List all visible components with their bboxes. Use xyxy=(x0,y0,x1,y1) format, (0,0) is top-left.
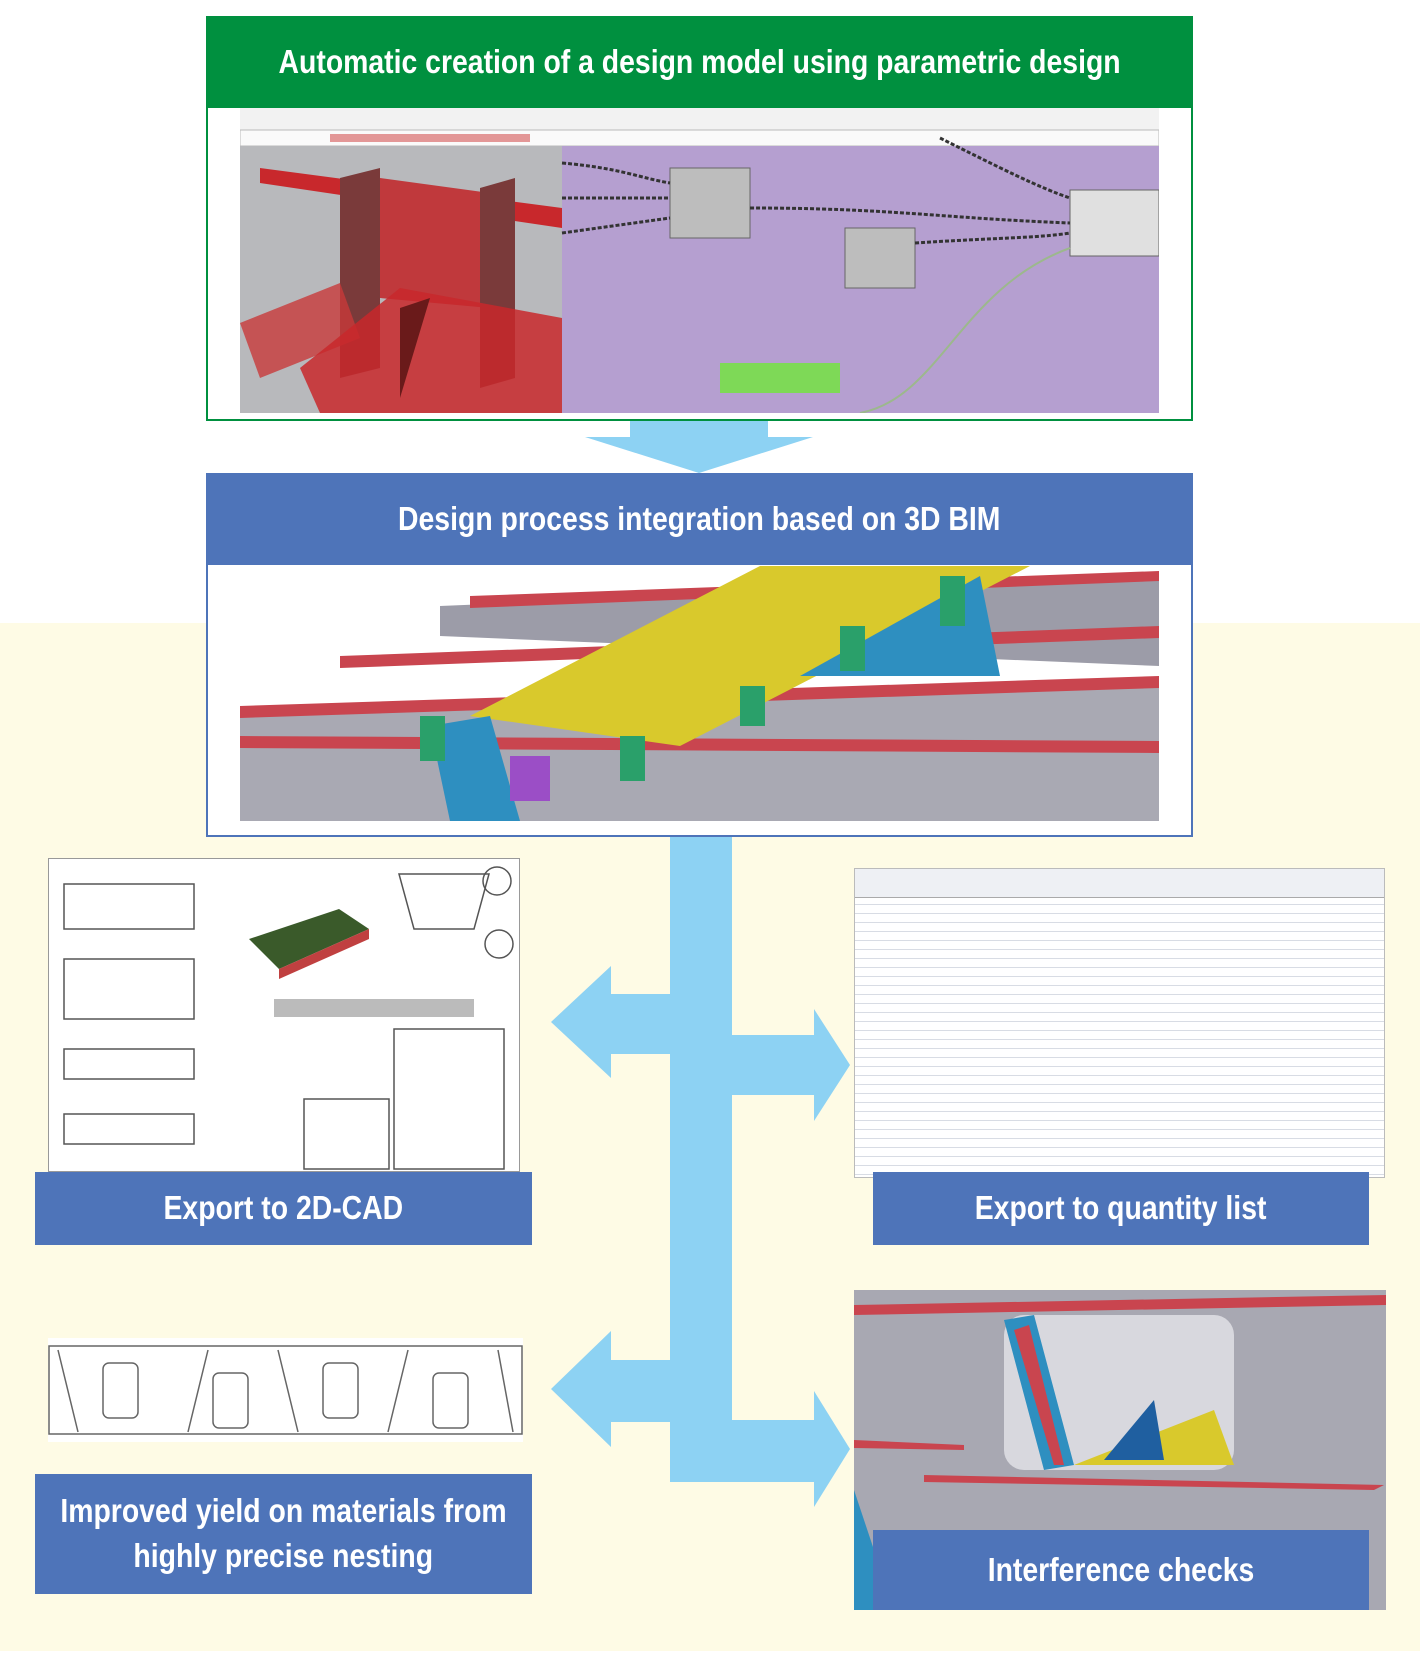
arrow-left-icon xyxy=(551,966,611,1078)
bim-header: Design process integration based on 3D B… xyxy=(206,473,1193,565)
down-arrow-head-icon xyxy=(585,437,813,473)
arrow-right-icon xyxy=(814,1009,850,1121)
arrow-to-interference-stem xyxy=(731,1420,815,1482)
parametric-design-title: Automatic creation of a design model usi… xyxy=(278,42,1121,80)
nesting-layout-image xyxy=(48,1338,523,1442)
nesting-label: Improved yield on materials from highly … xyxy=(35,1474,532,1594)
vertical-flow-stem xyxy=(670,837,732,1482)
interference-checks-text: Interference checks xyxy=(987,1550,1255,1588)
export-2d-cad-label: Export to 2D-CAD xyxy=(35,1172,532,1245)
quantity-list-image xyxy=(854,868,1385,1178)
arrow-to-nesting-stem xyxy=(610,1360,672,1422)
nesting-text-line1: Improved yield on materials from xyxy=(60,1492,507,1530)
nesting-text-line2: highly precise nesting xyxy=(133,1537,434,1574)
arrow-to-cad-stem xyxy=(610,994,672,1054)
cad-drawing-image xyxy=(48,858,520,1172)
interference-checks-label: Interference checks xyxy=(873,1530,1369,1610)
down-arrow-stem xyxy=(630,421,768,441)
arrow-left-icon xyxy=(551,1331,611,1447)
arrow-to-quantity-stem xyxy=(731,1035,815,1095)
export-2d-cad-text: Export to 2D-CAD xyxy=(163,1189,404,1227)
export-quantity-list-text: Export to quantity list xyxy=(975,1189,1267,1227)
export-quantity-list-label: Export to quantity list xyxy=(873,1172,1369,1245)
bim-title: Design process integration based on 3D B… xyxy=(398,499,1001,537)
bim-model-screenshot xyxy=(240,566,1159,821)
parametric-design-header: Automatic creation of a design model usi… xyxy=(206,16,1193,108)
arrow-right-icon xyxy=(814,1391,850,1507)
parametric-design-screenshot xyxy=(240,108,1159,413)
